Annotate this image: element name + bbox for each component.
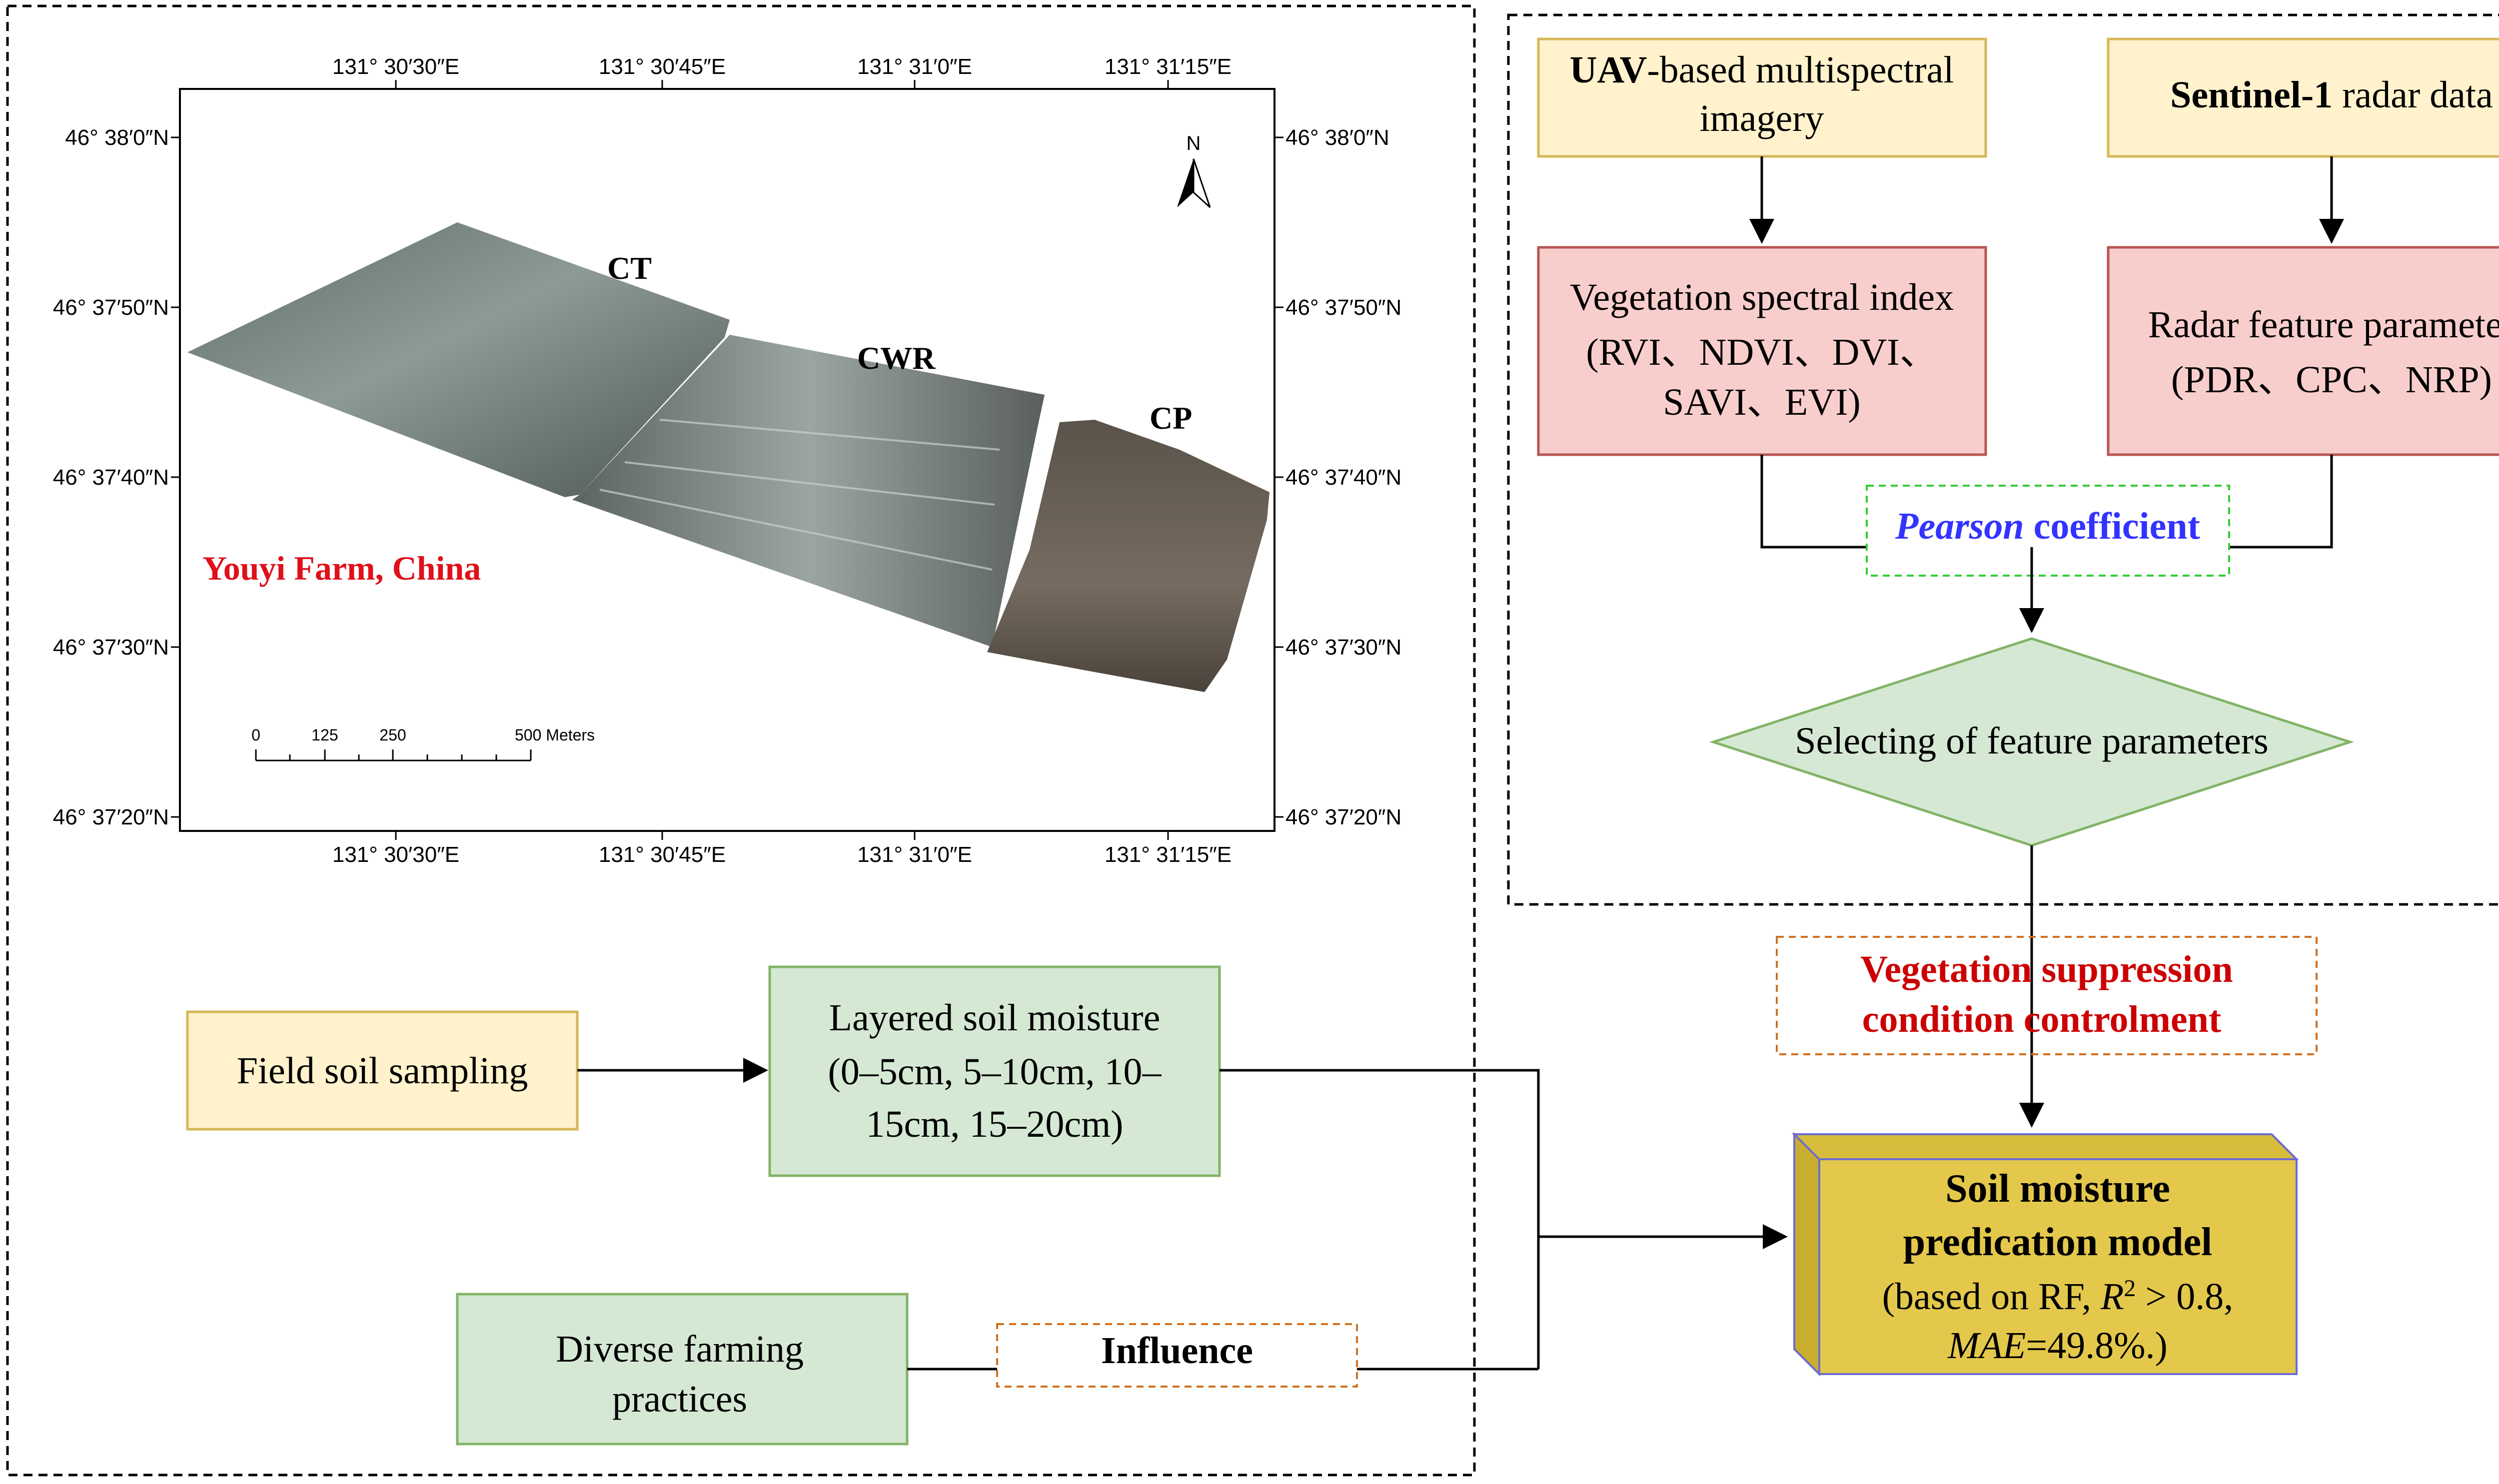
scale-bar: 0 125 250 500 Meters (251, 726, 595, 761)
vegetation-index-box: Vegetation spectral index (RVI、NDVI、DVI、… (1537, 246, 1987, 456)
prediction-model-box: Soil moisture predication model (based o… (1792, 1132, 2299, 1377)
field-label-ct: CT (607, 250, 652, 286)
influence-label: Influence (996, 1323, 1358, 1388)
left-latitude-axis: 46° 38′0″N 46° 37′50″N 46° 37′40″N 46° 3… (53, 125, 180, 829)
sentinel-rest: radar data (2333, 74, 2493, 116)
selecting-text: Selecting of feature parameters (1795, 720, 2268, 762)
connector-layered-to-model (1220, 1069, 1540, 1369)
bottom-lon-label: 131° 31′15″E (1105, 842, 1232, 867)
right-latitude-axis: 46° 38′0″N 46° 37′50″N 46° 37′40″N 46° 3… (1274, 125, 1401, 829)
model-r: R (2100, 1276, 2124, 1318)
vegsup-line2: condition controlment (1862, 998, 2221, 1040)
pearson-italic: Pearson (1895, 505, 2024, 547)
svg-text:Pearson coefficient: Pearson coefficient (1895, 505, 2200, 547)
model-line3a: (based on RF, (1882, 1276, 2101, 1318)
uav-imagery-box: UAV-based multispectral imagery (1537, 37, 1987, 158)
field-sampling-text: Field soil sampling (237, 1050, 528, 1092)
field-label-cwr: CWR (857, 340, 936, 376)
scale-label: 500 Meters (515, 726, 595, 744)
scale-label: 250 (379, 726, 406, 744)
diverse-line1: Diverse farming (556, 1328, 804, 1370)
uav-rest: -based multispectral (1647, 49, 1954, 91)
bottom-lon-label: 131° 30′30″E (332, 842, 459, 867)
veg-line2: (RVI、NDVI、DVI、 (1586, 331, 1937, 373)
left-lat-label: 46° 38′0″N (65, 125, 169, 150)
field-label-cp: CP (1150, 400, 1192, 436)
top-lon-label: 131° 30′30″E (332, 54, 459, 79)
svg-text:MAE=49.8%.): MAE=49.8%.) (1947, 1325, 2168, 1367)
layered-line1: Layered soil moisture (829, 997, 1161, 1039)
veg-line3: SAVI、EVI) (1663, 381, 1860, 423)
bottom-lon-label: 131° 31′0″E (857, 842, 972, 867)
field-cp (987, 420, 1269, 692)
model-line1: Soil moisture (1945, 1167, 2170, 1211)
right-lat-label: 46° 37′50″N (1285, 295, 1401, 320)
top-longitude-axis: 131° 30′30″E 131° 30′45″E 131° 31′0″E 13… (332, 54, 1232, 89)
model-line3b: > 0.8, (2136, 1276, 2233, 1318)
left-lat-label: 46° 37′40″N (53, 465, 169, 490)
veg-line1: Vegetation spectral index (1570, 276, 1954, 318)
model-mae: MAE (1947, 1325, 2026, 1367)
right-lat-label: 46° 37′20″N (1285, 805, 1401, 829)
vegetation-suppression-label: Vegetation suppression condition control… (1776, 936, 2318, 1055)
farming-practices-box: Diverse farming practices (456, 1293, 909, 1446)
radar-feature-box: Radar feature parameter (PDR、CPC、NRP) (2107, 246, 2499, 456)
uav-line2: imagery (1699, 97, 1824, 139)
field-sampling-box: Field soil sampling (186, 1010, 579, 1131)
model-sup: 2 (2124, 1275, 2136, 1302)
top-lon-label: 131° 31′15″E (1105, 54, 1232, 79)
bottom-longitude-axis: 131° 30′30″E 131° 30′45″E 131° 31′0″E 13… (332, 831, 1232, 867)
field-stripes (599, 419, 1000, 571)
layered-line2: (0–5cm, 5–10cm, 10– (828, 1051, 1162, 1093)
study-area-map: 131° 30′30″E 131° 30′45″E 131° 31′0″E 13… (53, 54, 1402, 867)
field-labels: CT CWR CP (607, 250, 1192, 436)
influence-text: Influence (1101, 1330, 1253, 1372)
right-lat-label: 46° 37′40″N (1285, 465, 1401, 490)
scale-label: 0 (251, 726, 260, 744)
right-panel-border (1507, 13, 2499, 906)
north-arrow-icon: N (1177, 132, 1211, 208)
svg-text:UAV-based multispectral: UAV-based multispectral (1570, 49, 1954, 91)
sentinel-radar-box: Sentinel-1 radar data (2107, 37, 2499, 158)
vegsup-line1: Vegetation suppression (1860, 948, 2233, 990)
layered-moisture-box: Layered soil moisture (0–5cm, 5–10cm, 10… (768, 965, 1221, 1177)
top-lon-label: 131° 30′45″E (599, 54, 726, 79)
pearson-coefficient-label: Pearson coefficient (1866, 485, 2230, 577)
field-cwr (572, 335, 1045, 647)
radar-line1: Radar feature parameter (2148, 304, 2499, 346)
sentinel-bold: Sentinel-1 (2170, 74, 2333, 116)
bottom-lon-label: 131° 30′45″E (599, 842, 726, 867)
field-ct (187, 222, 730, 497)
left-lat-label: 46° 37′50″N (53, 295, 169, 320)
svg-text:N: N (1187, 132, 1201, 154)
left-lat-label: 46° 37′20″N (53, 805, 169, 829)
uav-bold: UAV (1570, 49, 1647, 91)
scale-label: 125 (311, 726, 338, 744)
radar-line2: (PDR、CPC、NRP) (2171, 359, 2492, 401)
selecting-features-decision: Selecting of feature parameters (1709, 637, 2355, 847)
model-line4b: =49.8%.) (2026, 1325, 2167, 1367)
diverse-line2: practices (612, 1378, 747, 1420)
svg-text:Sentinel-1 radar data: Sentinel-1 radar data (2170, 74, 2493, 116)
svg-text:(based on RF, R2 > 0.8,: (based on RF, R2 > 0.8, (1882, 1275, 2234, 1318)
pearson-rest: coefficient (2024, 505, 2200, 547)
right-lat-label: 46° 37′30″N (1285, 635, 1401, 660)
right-lat-label: 46° 38′0″N (1285, 125, 1389, 150)
farm-label: Youyi Farm, China (202, 549, 481, 587)
model-line2: predication model (1903, 1220, 2213, 1264)
top-lon-label: 131° 31′0″E (857, 54, 972, 79)
left-lat-label: 46° 37′30″N (53, 635, 169, 660)
layered-line3: 15cm, 15–20cm) (866, 1103, 1123, 1145)
